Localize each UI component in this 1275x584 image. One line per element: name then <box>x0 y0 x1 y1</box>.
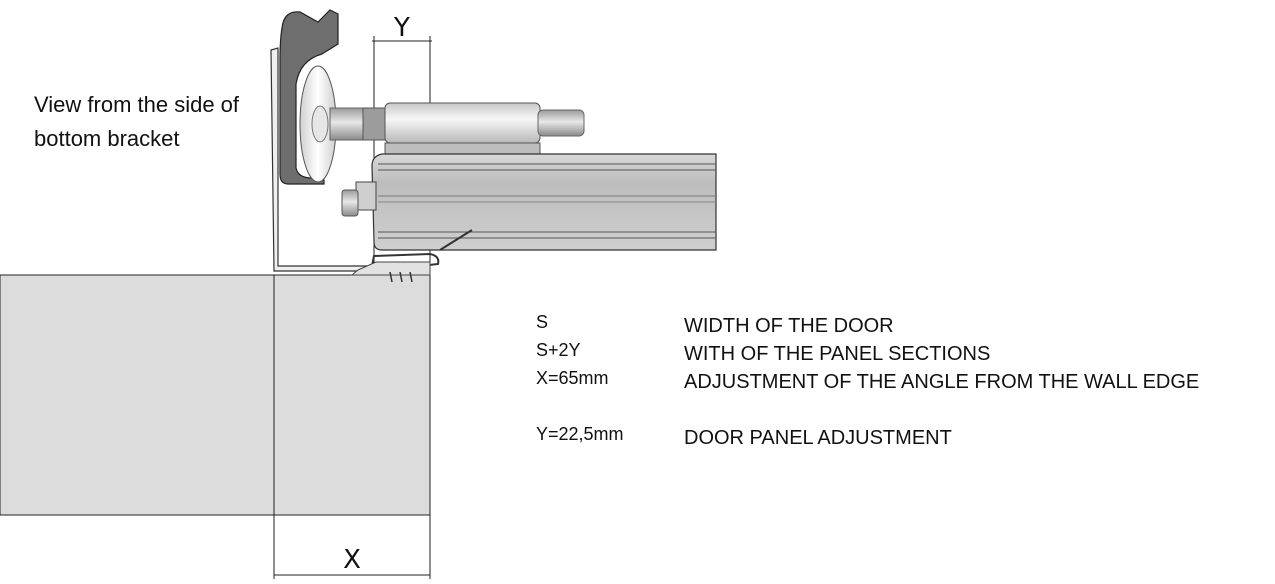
shaft-end <box>537 109 585 137</box>
track-profile <box>279 9 339 185</box>
clip-fin-3 <box>409 271 413 283</box>
shaft-collar <box>362 107 388 141</box>
dimension-x <box>273 515 431 579</box>
wall-block <box>0 274 431 516</box>
mounting-strip <box>384 142 541 156</box>
dimension-y-label: Y <box>393 13 410 43</box>
seal-wedge <box>350 261 431 276</box>
legend-symbol: S+2Y <box>536 340 581 360</box>
view-caption-line-1: View from the side of <box>34 92 240 117</box>
legend-description: DOOR PANEL ADJUSTMENT <box>684 427 952 449</box>
legend-symbol: X=65mm <box>536 368 609 388</box>
view-caption-line-2: bottom bracket <box>34 126 180 151</box>
legend-description: WIDTH OF THE DOOR <box>684 315 894 337</box>
legend-symbol: S <box>536 312 549 332</box>
shaft-tube <box>384 102 541 144</box>
clip-fin-1 <box>389 271 393 283</box>
view-caption: View from the side of bottom bracket <box>34 88 294 156</box>
legend-description: WITH OF THE PANEL SECTIONS <box>684 343 991 365</box>
dimension-x-label: X <box>343 545 361 575</box>
legend-symbol: Y=22,5mm <box>536 424 624 444</box>
roller-hub <box>311 105 329 143</box>
clip-fin-2 <box>399 271 403 283</box>
door-panel <box>341 153 717 251</box>
legend-description: ADJUSTMENT OF THE ANGLE FROM THE WALL ED… <box>684 371 1200 393</box>
